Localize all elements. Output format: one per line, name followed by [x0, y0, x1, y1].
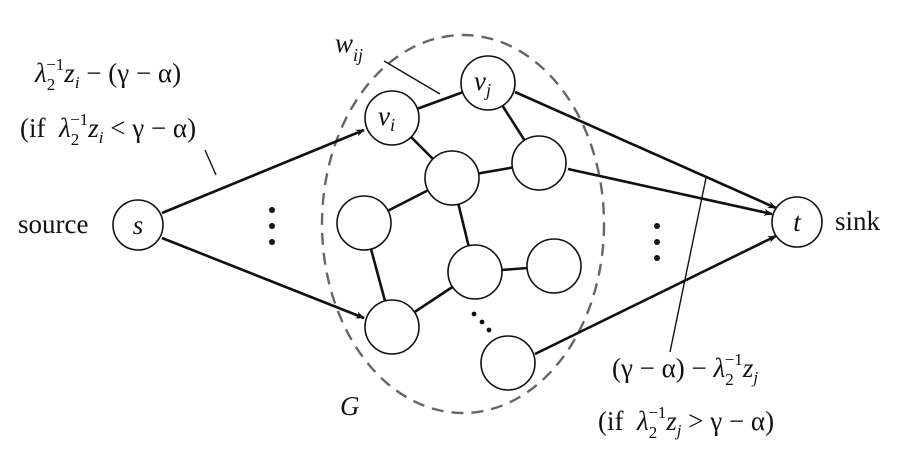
edge-node-t [567, 167, 773, 216]
node-vi-label: vi [378, 101, 395, 135]
node [364, 299, 420, 355]
edge-s-node [161, 236, 365, 320]
edge-weight-label: wij [335, 28, 363, 65]
sink-label: sink [835, 206, 881, 236]
node-vi: vi [364, 90, 420, 146]
node-vj: vj [460, 55, 516, 111]
right-label-leader-line [669, 177, 707, 353]
node-s-label: s [133, 210, 144, 240]
left-label-leader-line [204, 149, 217, 176]
edge-vj-t [514, 90, 777, 210]
node [336, 195, 392, 251]
node [424, 150, 480, 206]
node-t-label: t [793, 207, 802, 237]
right-label-line1: (γ − α) − λ2−1zj [612, 350, 758, 389]
node [447, 244, 503, 300]
source-label: source [18, 209, 88, 239]
node-s: s [112, 199, 164, 251]
graph-label: G [340, 391, 360, 421]
edge-s-vi [161, 128, 365, 215]
node-t: t [771, 196, 823, 248]
node-vj-label: vj [474, 66, 491, 100]
left-label-line2: (if λ2−1zi < γ − α) [20, 110, 196, 149]
edge-node-t [534, 234, 777, 356]
right-label-line2: (if λ2−1zj > γ − α) [598, 403, 774, 442]
weight-leader-line [383, 60, 441, 95]
node [480, 335, 536, 391]
ellipsis-dots [269, 207, 660, 333]
source-edges [161, 128, 365, 320]
node [526, 238, 582, 294]
graph-boundary [320, 33, 606, 415]
sink-edges [514, 90, 777, 356]
node [511, 135, 567, 191]
left-label-line1: λ2−1zi − (γ − α) [34, 55, 181, 94]
